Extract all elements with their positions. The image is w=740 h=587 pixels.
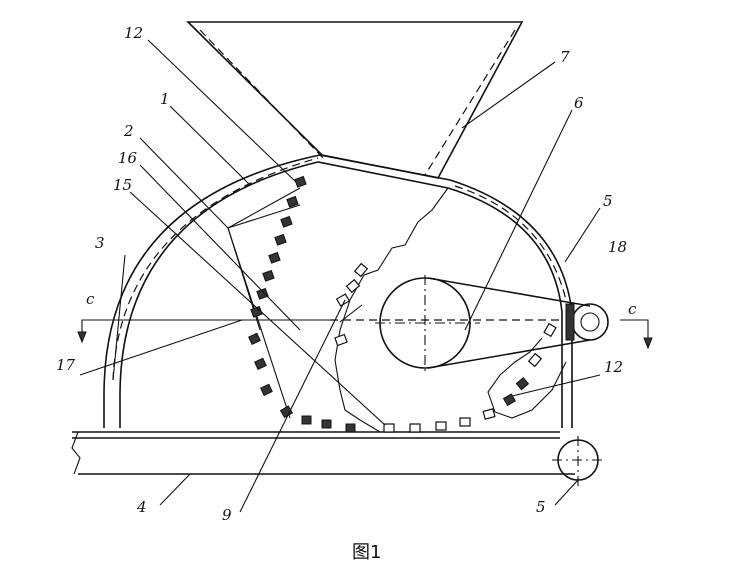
label-3: 3 bbox=[95, 234, 105, 252]
drive-belt bbox=[427, 277, 591, 369]
grate-lines bbox=[227, 187, 301, 419]
label-c-left: c bbox=[86, 290, 95, 308]
label-5-top: 5 bbox=[603, 192, 613, 210]
small-pulley-18 bbox=[565, 303, 609, 341]
label-15: 15 bbox=[113, 176, 132, 194]
label-12-right: 12 bbox=[604, 358, 623, 376]
base-frame bbox=[71, 431, 575, 475]
break-line bbox=[334, 187, 567, 433]
label-5-bottom: 5 bbox=[536, 498, 546, 516]
label-18: 18 bbox=[608, 238, 627, 256]
section-line-c bbox=[77, 319, 653, 350]
feed-hopper bbox=[186, 21, 524, 179]
housing-shell bbox=[103, 154, 573, 428]
label-c-right: c bbox=[628, 300, 637, 318]
label-1: 1 bbox=[160, 90, 170, 108]
label-17: 17 bbox=[56, 356, 76, 374]
label-9: 9 bbox=[222, 506, 232, 524]
label-12-top: 12 bbox=[124, 24, 143, 42]
main-pulley bbox=[375, 275, 480, 372]
label-4: 4 bbox=[136, 498, 147, 516]
rotor-teeth bbox=[334, 262, 369, 347]
label-2: 2 bbox=[123, 122, 134, 140]
label-16: 16 bbox=[118, 149, 138, 167]
leader-lines bbox=[79, 39, 601, 513]
label-6: 6 bbox=[574, 94, 584, 112]
bottom-roller-5 bbox=[552, 436, 604, 486]
teeth-row bbox=[248, 175, 557, 433]
label-7: 7 bbox=[560, 48, 570, 66]
figure-caption: 图1 bbox=[352, 542, 381, 563]
